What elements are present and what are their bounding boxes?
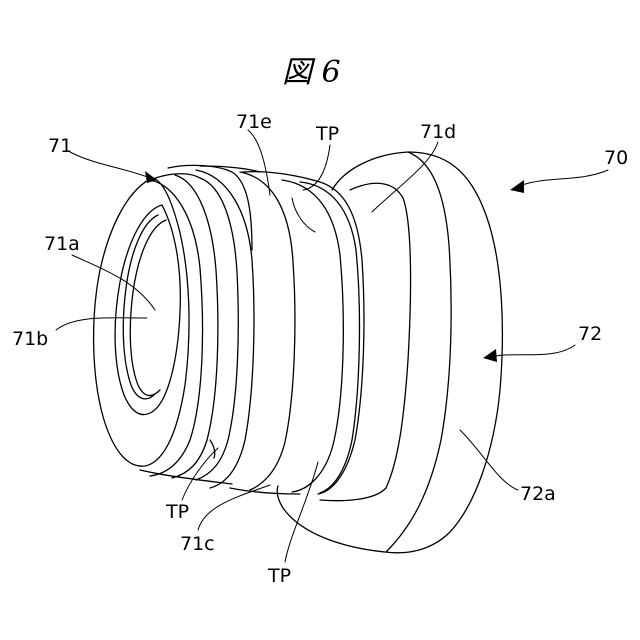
label-71: 71 (48, 135, 72, 157)
front-face (94, 178, 189, 466)
label-71b: 71b (12, 328, 48, 350)
label-72a: 72a (520, 483, 556, 505)
label-70: 70 (604, 147, 628, 169)
flange-72 (277, 152, 502, 553)
label-tp-top: TP (315, 123, 339, 145)
label-71e: 71e (236, 111, 272, 133)
label-71c: 71c (180, 533, 215, 555)
body-71 (196, 166, 364, 494)
front-rings (140, 165, 252, 484)
label-tp-bottom: TP (267, 565, 291, 587)
label-71d: 71d (420, 121, 456, 143)
figure-title: 図 6 (282, 55, 341, 90)
label-tp-left: TP (165, 501, 189, 523)
label-72: 72 (578, 323, 602, 345)
label-71a: 71a (44, 233, 80, 255)
